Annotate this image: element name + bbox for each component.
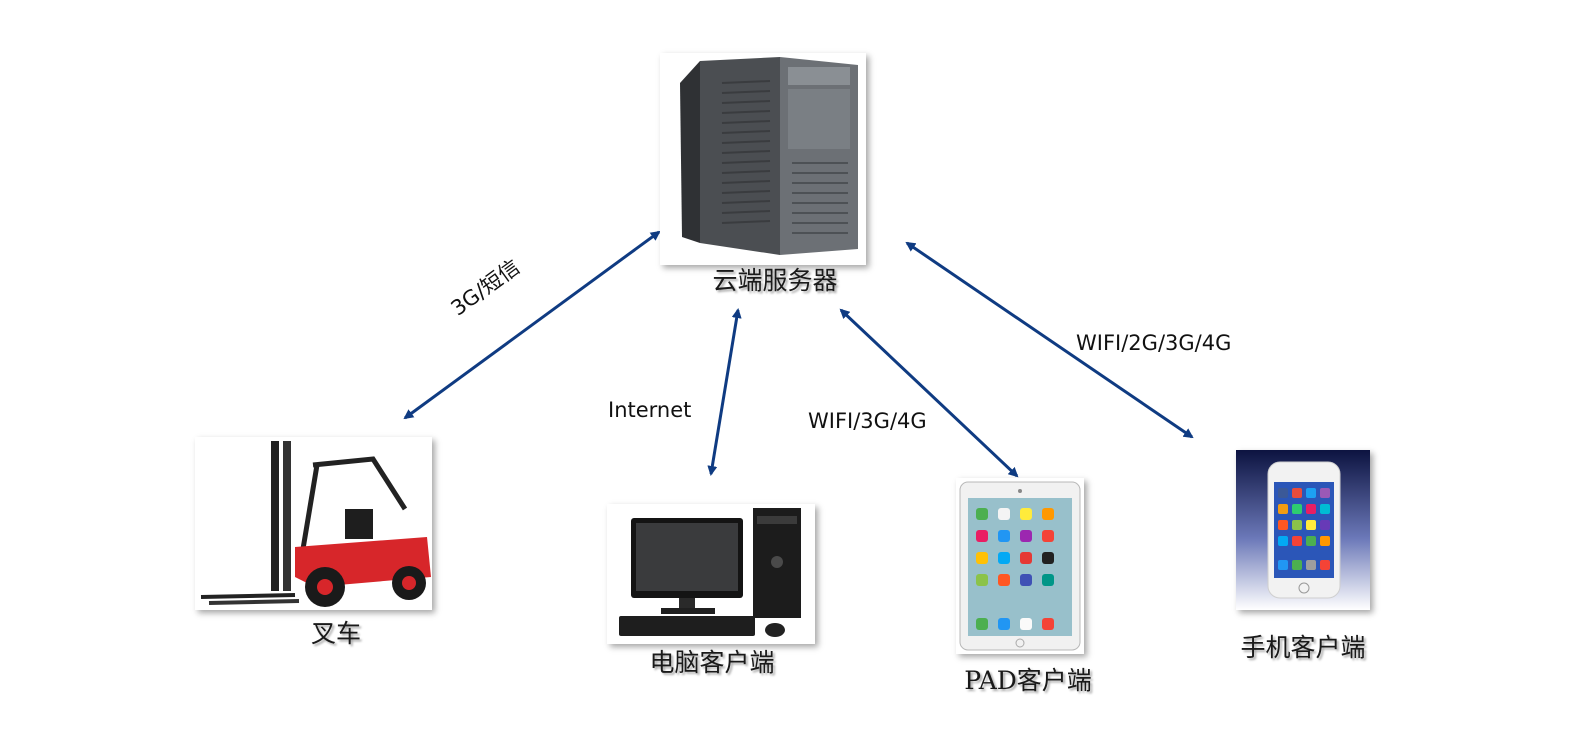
link-label-server-pad: WIFI/3G/4G <box>808 409 927 433</box>
phone-image <box>1236 450 1370 610</box>
tower-server-icon <box>660 53 866 265</box>
arrow-server-forklift <box>403 230 661 420</box>
desktop-computer-icon <box>607 504 815 644</box>
link-label-server-pc: Internet <box>608 398 692 422</box>
server-image <box>660 53 866 265</box>
arrow-server-pc <box>707 308 742 476</box>
arrow-server-phone <box>905 241 1194 439</box>
pad-label: PAD客户端 <box>964 666 1092 695</box>
pc-image <box>607 504 815 644</box>
forklift-label: 叉车 <box>310 619 362 648</box>
tablet-icon <box>956 478 1084 654</box>
pad-image <box>956 478 1084 654</box>
forklift-image <box>195 437 432 610</box>
arrow-server-pad <box>839 308 1019 478</box>
phone-label: 手机客户端 <box>1240 633 1366 662</box>
smartphone-icon <box>1236 450 1370 610</box>
pc-label: 电脑客户端 <box>649 648 775 677</box>
forklift-icon <box>195 437 432 610</box>
link-label-server-phone: WIFI/2G/3G/4G <box>1076 331 1232 355</box>
server-label: 云端服务器 <box>712 266 838 295</box>
